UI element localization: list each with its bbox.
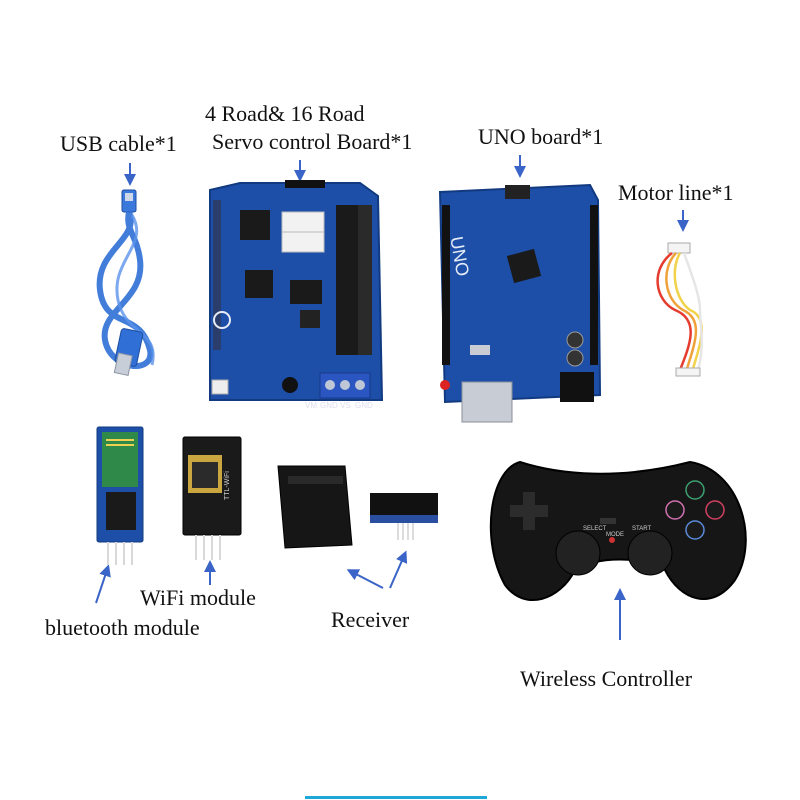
wifi-module-label: WiFi module [140, 585, 256, 610]
receiver-arrow-right-icon [389, 550, 408, 589]
bluetooth-arrow-icon [95, 564, 111, 604]
wireless-controller-label: Wireless Controller [520, 666, 693, 691]
servo-board-label-line1: 4 Road& 16 Road [205, 101, 365, 126]
terminal-label-gnd: GND [320, 401, 338, 410]
terminal-label-vs: VS [340, 401, 351, 410]
servo-board-label-line2: Servo control Board*1 [212, 129, 413, 154]
controller-start-text: START [632, 526, 652, 532]
receiver-label: Receiver [331, 607, 410, 632]
usb-cable-label: USB cable*1 [60, 131, 177, 156]
motor-line-label: Motor line*1 [618, 180, 734, 205]
bottom-accent-line [305, 796, 487, 799]
controller-select-text: SELECT [583, 526, 607, 532]
controller-mode-text: MODE [606, 532, 624, 538]
terminal-label-vm: VM [305, 401, 317, 410]
terminal-label-gnd2: GND [355, 401, 373, 410]
receiver-arrow-left-icon [346, 569, 384, 589]
bluetooth-module-label: bluetooth module [45, 615, 200, 640]
uno-board-label: UNO board*1 [478, 124, 604, 149]
